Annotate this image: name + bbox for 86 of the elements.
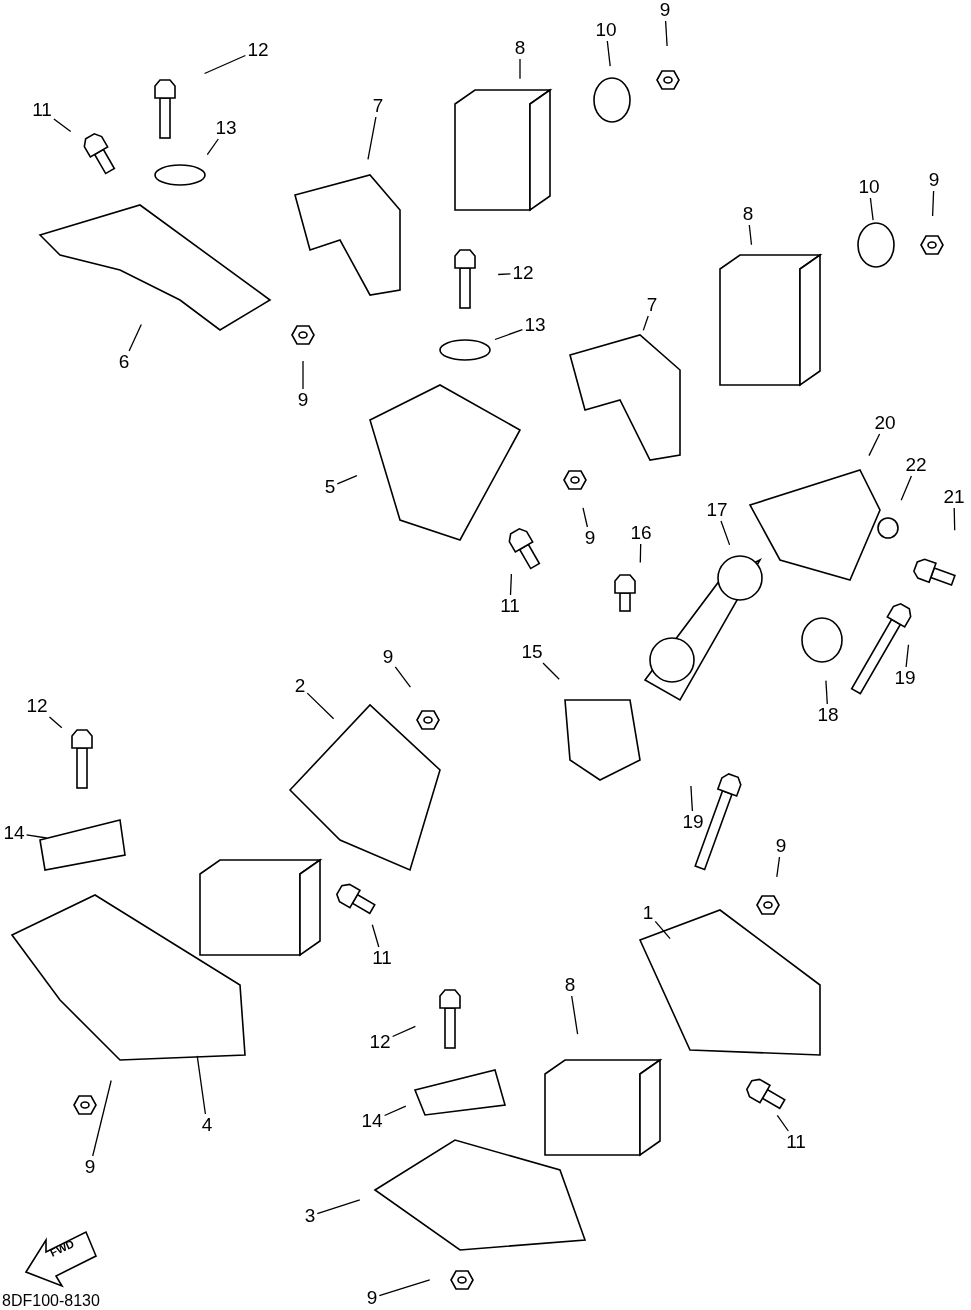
leader-line (664, 20, 668, 47)
callout-number: 7 (372, 96, 384, 116)
callout-number: 15 (521, 642, 543, 662)
callout-number: 21 (943, 487, 965, 507)
leader-line (371, 924, 380, 948)
callout-number: 22 (905, 455, 927, 475)
callout-number: 3 (304, 1206, 316, 1226)
callout-number: 10 (858, 177, 880, 197)
callout-number: 12 (247, 40, 269, 60)
leader-line (383, 1105, 407, 1117)
leader-line (509, 573, 513, 596)
leader-line (394, 666, 412, 688)
callout-number: 9 (775, 836, 787, 856)
callout-number: 12 (369, 1032, 391, 1052)
callout-number: 14 (361, 1111, 383, 1131)
callout-number: 9 (366, 1288, 378, 1308)
leader-line (868, 433, 881, 457)
leader-line (494, 328, 524, 341)
callout-number: 9 (659, 0, 671, 20)
leader-line (690, 785, 694, 812)
leader-line (48, 716, 63, 729)
leader-line (776, 856, 781, 878)
leader-line (497, 273, 512, 276)
leader-line (869, 197, 874, 221)
callout-number: 2 (294, 676, 306, 696)
leader-line (582, 507, 589, 528)
leader-line (776, 1114, 789, 1132)
leader-line (196, 1055, 207, 1115)
callout-number: 11 (500, 596, 520, 616)
callout-number: 10 (595, 20, 617, 40)
leader-line (720, 520, 731, 546)
leader-line (25, 834, 48, 839)
callout-number: 11 (786, 1132, 806, 1152)
callout-number: 9 (84, 1157, 96, 1177)
leader-line (825, 679, 828, 705)
callout-number: 8 (514, 38, 526, 58)
callout-number: 4 (201, 1115, 213, 1135)
leader-line (206, 138, 219, 156)
leader-line (905, 644, 910, 668)
callout-number: 19 (894, 668, 916, 688)
callout-number: 12 (26, 696, 48, 716)
callout-number: 19 (682, 812, 704, 832)
callout-number: 11 (32, 100, 52, 120)
leader-line (900, 475, 913, 501)
callout-number: 17 (706, 500, 728, 520)
leader-line (748, 224, 753, 246)
leader-line (378, 1279, 431, 1297)
callout-number: 13 (215, 118, 237, 138)
callout-number: 9 (928, 170, 940, 190)
callout-number: 1 (642, 903, 654, 923)
callout-number: 5 (324, 477, 336, 497)
callout-number: 7 (646, 295, 658, 315)
leader-line (336, 474, 358, 485)
leader-line (953, 507, 956, 531)
callout-number: 9 (382, 647, 394, 667)
leader-line (92, 1079, 112, 1157)
callout-number: 16 (630, 523, 652, 543)
leader-line (203, 54, 247, 75)
leader-line (128, 323, 142, 352)
callout-number: 14 (3, 823, 25, 843)
leader-line (306, 692, 335, 720)
callout-number: 18 (817, 705, 839, 725)
callout-number: 13 (524, 315, 546, 335)
callout-number: 6 (118, 352, 130, 372)
leader-line (367, 116, 377, 160)
leader-line (542, 662, 560, 680)
leader-line (316, 1199, 361, 1215)
leader-line (642, 315, 649, 332)
callout-number: 9 (297, 390, 309, 410)
leader-line (639, 543, 642, 564)
leader-line (606, 40, 611, 67)
drawing-number: 8DF100-8130 (2, 1292, 100, 1310)
leader-line (654, 920, 671, 940)
leader-line (571, 995, 579, 1035)
leader-line (391, 1025, 417, 1038)
leader-line (53, 118, 72, 133)
leader-line (302, 360, 304, 390)
callout-number: 11 (372, 948, 392, 968)
callout-number: 12 (512, 263, 534, 283)
callout-number: 9 (584, 528, 596, 548)
leader-line (931, 190, 935, 217)
callout-number: 8 (564, 975, 576, 995)
direction-label: FWD (48, 1237, 76, 1259)
leader-line (519, 58, 521, 80)
callout-number: 20 (874, 413, 896, 433)
callout-number: 8 (742, 204, 754, 224)
